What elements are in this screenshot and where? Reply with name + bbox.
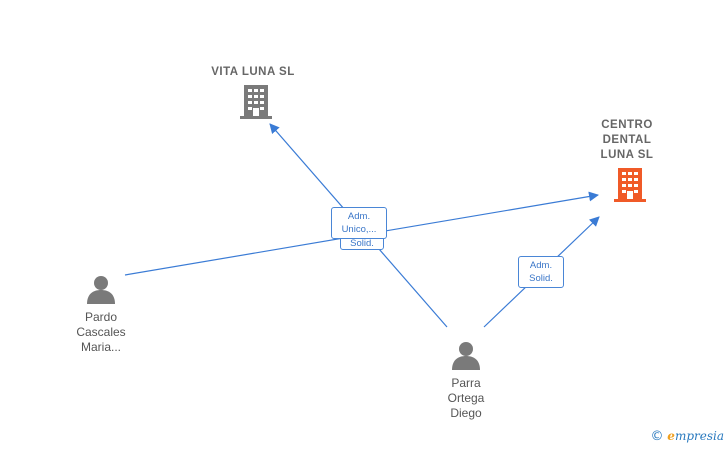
label-line: Diego: [450, 406, 482, 420]
label-line: Cascales: [76, 325, 126, 339]
person-icon[interactable]: [86, 274, 116, 304]
label-line: Ortega: [447, 391, 485, 405]
edge-label-adm-unico[interactable]: Adm. Unico,...: [331, 207, 387, 239]
empresia-logo[interactable]: © empresia: [650, 429, 724, 444]
edge-label-adm-solid[interactable]: Adm. Solid.: [518, 256, 564, 288]
brand-initial: e: [667, 429, 675, 443]
label-line: Adm.: [347, 211, 371, 222]
label-line: CENTRO: [601, 119, 653, 131]
label-line: LUNA SL: [600, 149, 654, 161]
person-label-parra: Parra Ortega Diego: [421, 376, 511, 421]
copyright-symbol: ©: [650, 429, 664, 444]
label-line: Unico,...: [341, 224, 377, 235]
company-label-vita-luna: VITA LUNA SL: [211, 66, 295, 78]
label-line: DENTAL: [602, 134, 652, 146]
person-label-pardo: Pardo Cascales Maria...: [56, 310, 146, 355]
label-line: Adm.: [529, 260, 553, 271]
label-line: Pardo: [84, 310, 118, 324]
label-line: Parra: [451, 376, 481, 390]
label-line: Maria...: [80, 340, 121, 354]
person-icon[interactable]: [451, 340, 481, 370]
label-line: Solid.: [529, 273, 553, 284]
company-label-centro-dental-luna: CENTRO DENTAL LUNA SL: [582, 118, 672, 163]
brand-name: mpresia: [674, 429, 724, 443]
building-icon[interactable]: [240, 85, 272, 119]
building-icon-highlight[interactable]: [614, 168, 646, 202]
